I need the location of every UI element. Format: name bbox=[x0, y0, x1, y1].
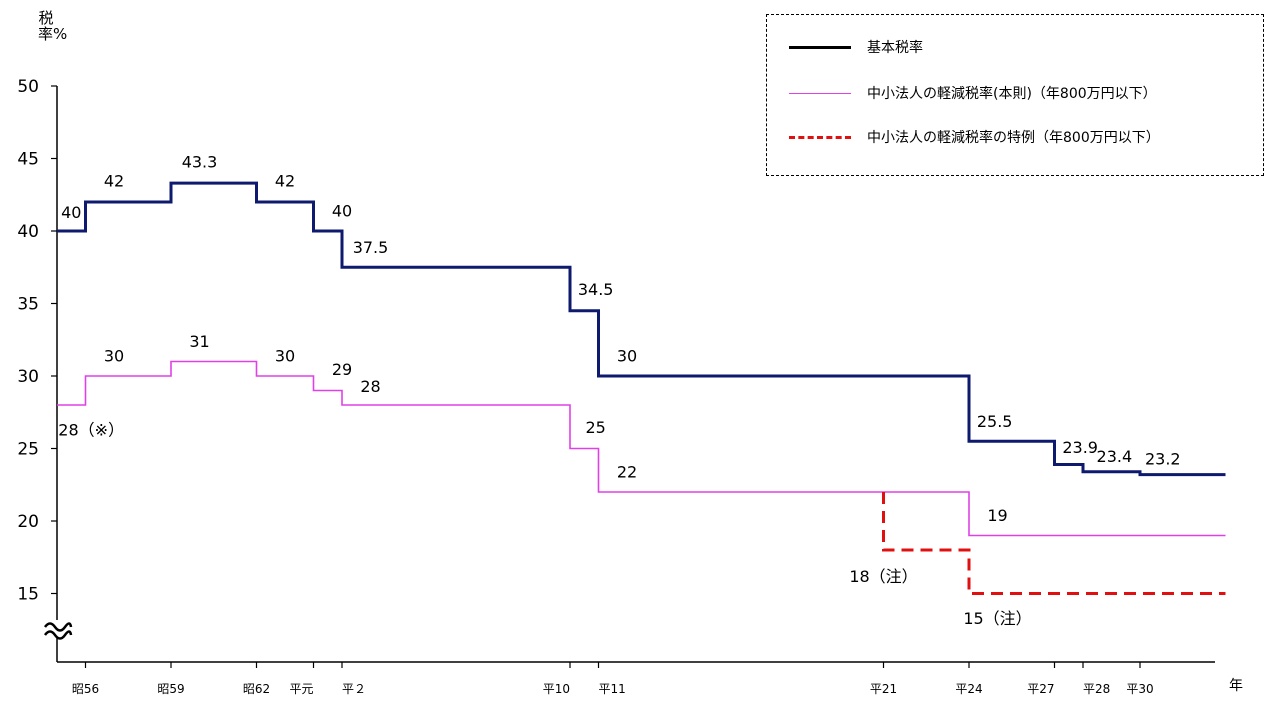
x-tick-label: 平10 bbox=[543, 682, 570, 696]
data-label: 15（注） bbox=[963, 609, 1031, 628]
legend-swatch-reduced bbox=[789, 92, 851, 94]
x-tick-label: 平30 bbox=[1126, 682, 1153, 696]
x-tick-label: 平28 bbox=[1083, 682, 1110, 696]
legend-item-special: 中小法人の軽減税率の特例（年800万円以下） bbox=[789, 127, 1160, 147]
data-label: 31 bbox=[189, 332, 209, 351]
x-tick-label: 平元 bbox=[289, 682, 313, 696]
data-label: 23.2 bbox=[1145, 450, 1181, 469]
x-tick-label: 平27 bbox=[1027, 682, 1054, 696]
data-label: 30 bbox=[617, 347, 637, 366]
x-tick-label: 平24 bbox=[955, 682, 982, 696]
data-label: 30 bbox=[104, 347, 124, 366]
series-line-1 bbox=[57, 360, 1226, 537]
x-tick-label: 平２ bbox=[342, 682, 366, 696]
legend: 基本税率 中小法人の軽減税率(本則)（年800万円以下） 中小法人の軽減税率の特… bbox=[766, 14, 1264, 176]
data-label: 40 bbox=[332, 202, 352, 221]
data-label: 28 bbox=[360, 377, 380, 396]
data-label: 42 bbox=[275, 171, 295, 190]
axis-break-mark bbox=[43, 622, 73, 632]
x-tick-label: 昭56 bbox=[72, 682, 99, 696]
y-tick-label: 30 bbox=[17, 367, 39, 387]
data-label: 23.4 bbox=[1097, 447, 1133, 466]
legend-item-reduced: 中小法人の軽減税率(本則)（年800万円以下） bbox=[789, 83, 1157, 103]
data-label: 43.3 bbox=[182, 152, 218, 171]
data-label: 22 bbox=[617, 463, 637, 482]
y-tick-label: 45 bbox=[17, 150, 39, 170]
x-tick-label: 昭62 bbox=[243, 682, 270, 696]
data-label: 23.9 bbox=[1062, 438, 1098, 457]
legend-label-special: 中小法人の軽減税率の特例（年800万円以下） bbox=[867, 130, 1160, 146]
y-tick-label: 40 bbox=[17, 222, 39, 242]
data-label: 19 bbox=[987, 506, 1007, 525]
data-label: 40 bbox=[61, 203, 81, 222]
series-line-2 bbox=[882, 492, 1226, 595]
data-label: 34.5 bbox=[578, 280, 614, 299]
data-label: 25 bbox=[585, 418, 605, 437]
data-label: 30 bbox=[275, 347, 295, 366]
y-tick-label: 25 bbox=[17, 440, 39, 460]
series-line-0 bbox=[57, 181, 1226, 477]
legend-label-basic: 基本税率 bbox=[867, 40, 923, 56]
data-label: 25.5 bbox=[977, 412, 1013, 431]
x-tick-label: 平21 bbox=[870, 682, 897, 696]
y-tick-label: 20 bbox=[17, 512, 39, 532]
axis-break-mark bbox=[43, 630, 73, 640]
data-label: 18（注） bbox=[849, 567, 917, 586]
legend-label-reduced: 中小法人の軽減税率(本則)（年800万円以下） bbox=[867, 86, 1157, 102]
y-tick-label: 50 bbox=[17, 77, 39, 97]
x-tick-label: 平11 bbox=[599, 682, 626, 696]
y-tick-label: 35 bbox=[17, 295, 39, 315]
data-label: 29 bbox=[332, 360, 352, 379]
x-axis-unit-text: 年 bbox=[1229, 678, 1243, 694]
legend-swatch-basic bbox=[789, 45, 851, 49]
x-axis-unit: 年 bbox=[1229, 675, 1243, 695]
x-tick-label: 昭59 bbox=[157, 682, 184, 696]
data-label: 42 bbox=[104, 171, 124, 190]
data-label: 28（※） bbox=[58, 421, 124, 440]
legend-swatch-special bbox=[789, 135, 851, 139]
y-tick-label: 15 bbox=[17, 585, 39, 605]
data-label: 37.5 bbox=[353, 238, 389, 257]
legend-item-basic: 基本税率 bbox=[789, 37, 923, 57]
